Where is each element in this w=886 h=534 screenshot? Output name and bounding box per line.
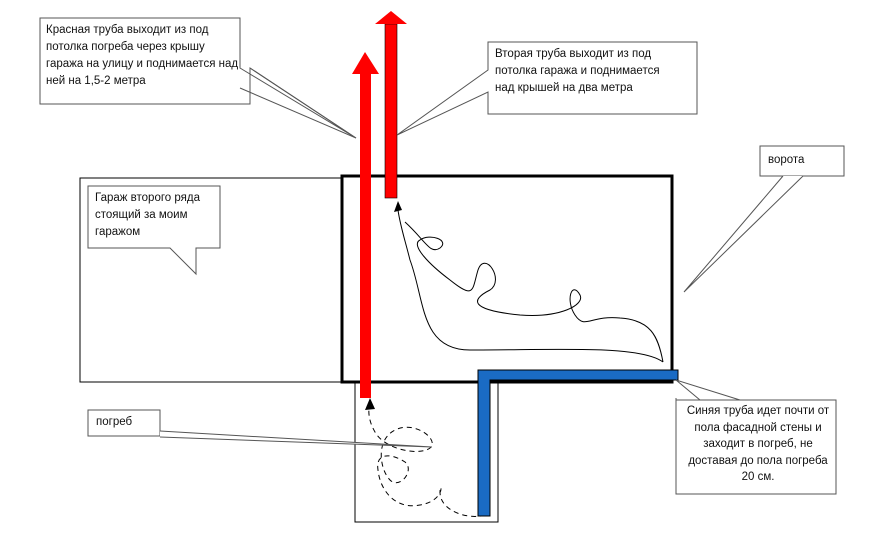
blue-pipe: [477, 369, 679, 517]
callout-cellar-pointer: [159, 430, 433, 448]
callout-blue-pipe-box: [675, 398, 837, 495]
callout-neighbor-garage-text: Гараж второго ряда стоящий за моим гараж…: [95, 192, 200, 238]
callout-cellar-text: погреб: [96, 416, 133, 428]
callout-gate-text: ворота: [768, 154, 805, 166]
callout-neighbor-garage-box: [87, 185, 221, 276]
callout-second-pipe-text: Вторая труба выходит из под потолка гара…: [495, 48, 660, 94]
red-pipe-arrowhead: [352, 52, 379, 74]
garage-airflow-arrowhead: [394, 201, 402, 212]
second-red-pipe: [384, 23, 398, 199]
callout-blue-pipe-text: Синяя труба идет почти от пола фасадной …: [686, 405, 830, 483]
cellar-outline: [354, 381, 499, 523]
callout-gate-box: [759, 145, 845, 177]
cellar-airflow-arrowhead: [365, 398, 375, 410]
callout-red-pipe-text: Красная труба выходит из под потолка пог…: [46, 24, 239, 87]
garage-outline: [340, 174, 674, 384]
garage-airflow-line: [397, 209, 664, 363]
callout-second-pipe-box: [396, 41, 698, 136]
cellar-airflow-line: [368, 402, 486, 517]
callout-blue-pipe-pointer: [675, 379, 741, 401]
red-pipe: [360, 74, 371, 398]
callout-cellar-box: [87, 409, 161, 437]
callout-gate-pointer: [683, 175, 804, 293]
second-red-pipe-arrowhead: [375, 11, 407, 24]
